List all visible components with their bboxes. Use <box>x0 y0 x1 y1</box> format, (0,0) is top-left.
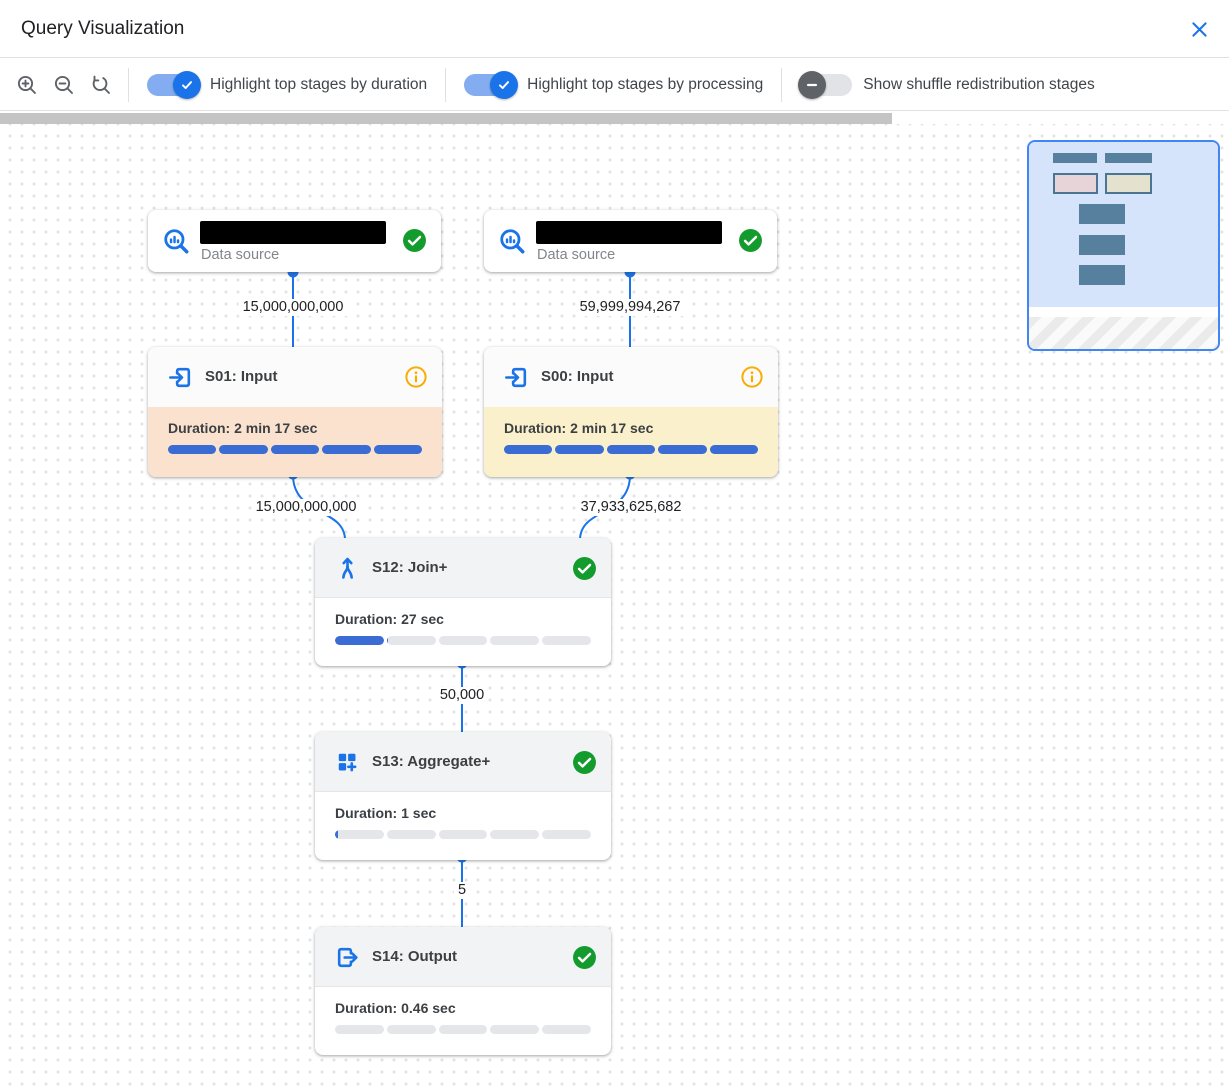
stage-header: S12: Join+ <box>315 538 611 598</box>
horizontal-scrollbar[interactable] <box>0 112 1229 124</box>
close-button[interactable] <box>1187 17 1211 41</box>
page-title: Query Visualization <box>21 17 185 39</box>
data-source-label: Data source <box>201 247 280 263</box>
minimap-node <box>1053 153 1097 163</box>
node-stage-s14[interactable]: S14: Output Duration: 0.46 sec <box>315 927 611 1055</box>
minimap-node <box>1079 204 1125 224</box>
stage-title: S14: Output <box>372 948 457 965</box>
duration-label: Duration: 1 sec <box>335 805 437 821</box>
edge-label: 59,999,994,267 <box>575 299 685 316</box>
minimap[interactable] <box>1027 140 1220 351</box>
minimap-node <box>1079 265 1125 285</box>
success-icon <box>738 228 763 258</box>
duration-label: Duration: 27 sec <box>335 611 444 627</box>
node-data-source-1[interactable]: Data source <box>148 210 441 272</box>
node-data-source-2[interactable]: Data source <box>484 210 777 272</box>
minimap-node <box>1079 235 1125 255</box>
toggle-label-duration: Highlight top stages by duration <box>210 75 428 93</box>
stage-duration-panel: Duration: 2 min 17 sec <box>484 407 778 477</box>
duration-bar <box>168 445 423 454</box>
data-source-label: Data source <box>537 247 616 263</box>
toggle-group-shuffle: Show shuffle redistribution stages <box>792 70 1103 99</box>
node-stage-s01[interactable]: S01: Input Duration: 2 min 17 sec <box>148 347 442 477</box>
stage-header: S13: Aggregate+ <box>315 732 611 792</box>
duration-label: Duration: 0.46 sec <box>335 1000 456 1016</box>
check-icon <box>182 80 192 89</box>
toolbar-divider <box>781 67 783 102</box>
toggle-label-processing: Highlight top stages by processing <box>527 75 764 93</box>
node-stage-s12[interactable]: S12: Join+ Duration: 27 sec <box>315 538 611 666</box>
minimap-node-highlight-processing <box>1105 173 1152 194</box>
toolbar-divider <box>128 67 129 102</box>
stage-title: S01: Input <box>205 368 278 385</box>
edge-label: 50,000 <box>435 687 489 704</box>
input-icon <box>505 367 527 388</box>
stage-duration-panel: Duration: 27 sec <box>315 598 611 666</box>
redacted-table-name <box>200 221 386 244</box>
toggle-show-shuffle[interactable] <box>798 70 853 99</box>
edge-label: 5 <box>453 882 471 899</box>
stage-title: S12: Join+ <box>372 559 448 576</box>
minimap-out-of-bounds <box>1029 317 1218 349</box>
redacted-table-name <box>536 221 722 244</box>
scrollbar-thumb[interactable] <box>0 113 892 124</box>
info-icon <box>404 365 428 394</box>
toggle-group-processing: Highlight top stages by processing <box>456 70 771 99</box>
duration-label: Duration: 2 min 17 sec <box>504 420 654 436</box>
success-icon <box>572 750 597 780</box>
stage-header: S01: Input <box>148 347 442 407</box>
graph-canvas[interactable]: 15,000,000,000 59,999,994,267 15,000,000… <box>0 124 1229 1090</box>
toggle-highlight-processing[interactable] <box>464 70 519 99</box>
edge-label: 15,000,000,000 <box>251 499 361 516</box>
zoom-out-button[interactable] <box>47 68 81 102</box>
toggle-group-duration: Highlight top stages by duration <box>139 70 435 99</box>
input-icon <box>169 367 191 388</box>
join-icon <box>342 557 353 579</box>
edge-label: 37,933,625,682 <box>576 499 686 516</box>
stage-duration-panel: Duration: 1 sec <box>315 792 611 860</box>
toolbar-divider <box>445 67 447 102</box>
toggle-thumb <box>173 70 201 99</box>
reset-zoom-button[interactable] <box>84 68 118 102</box>
zoom-in-icon <box>17 75 36 94</box>
node-stage-s00[interactable]: S00: Input Duration: 2 min 17 sec <box>484 347 778 477</box>
zoom-controls <box>10 68 118 102</box>
output-icon <box>337 947 358 968</box>
info-icon <box>740 365 764 394</box>
duration-label: Duration: 2 min 17 sec <box>168 420 318 436</box>
zoom-in-button[interactable] <box>10 68 44 102</box>
success-icon <box>572 556 597 586</box>
success-icon <box>572 945 597 975</box>
toggle-label-shuffle: Show shuffle redistribution stages <box>863 75 1095 93</box>
zoom-out-icon <box>54 75 73 94</box>
stage-header: S00: Input <box>484 347 778 407</box>
stage-duration-panel: Duration: 2 min 17 sec <box>148 407 442 477</box>
aggregate-icon <box>338 753 357 772</box>
toggle-thumb <box>798 70 827 99</box>
duration-bar <box>335 636 591 645</box>
duration-bar <box>335 1025 591 1034</box>
bigquery-icon <box>164 229 189 254</box>
toolbar: Highlight top stages by duration Highlig… <box>0 59 1229 111</box>
close-icon <box>1191 21 1207 37</box>
edge-label: 15,000,000,000 <box>238 299 348 316</box>
toggle-thumb <box>490 70 519 99</box>
minimap-node-highlight-duration <box>1053 173 1098 194</box>
node-stage-s13[interactable]: S13: Aggregate+ Duration: 1 sec <box>315 732 611 860</box>
dialog-header: Query Visualization <box>0 0 1229 58</box>
stage-duration-panel: Duration: 0.46 sec <box>315 987 611 1055</box>
toggle-highlight-duration[interactable] <box>147 70 201 99</box>
minus-icon <box>807 83 818 86</box>
check-icon <box>499 80 510 89</box>
stage-header: S14: Output <box>315 927 611 987</box>
duration-bar <box>335 830 591 839</box>
duration-bar <box>504 445 759 454</box>
minimap-node <box>1105 153 1152 163</box>
bigquery-icon <box>500 229 525 254</box>
stage-title: S00: Input <box>541 368 614 385</box>
stage-title: S13: Aggregate+ <box>372 753 491 770</box>
success-icon <box>402 228 427 258</box>
reset-zoom-icon <box>92 75 110 94</box>
